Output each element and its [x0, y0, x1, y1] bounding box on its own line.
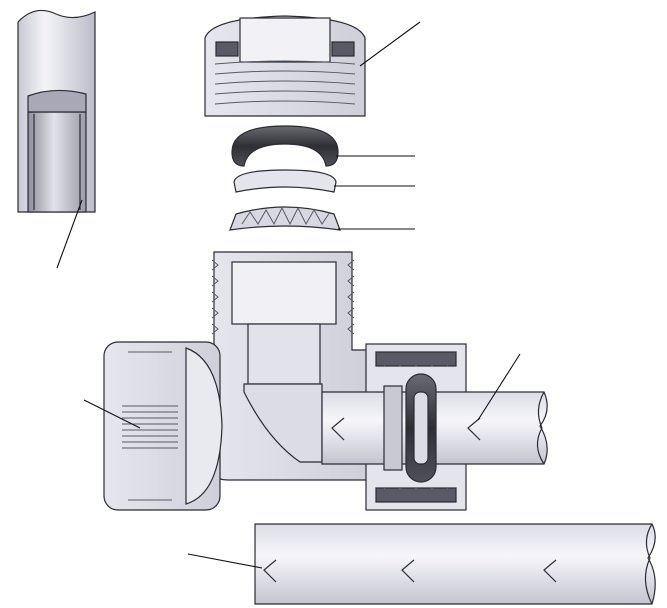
chevron-left-icon [331, 417, 345, 441]
leader-line-pipe [187, 553, 263, 569]
spacer-washer [233, 169, 415, 193]
chevron-left-icon [467, 417, 481, 441]
chevron-left-icon [543, 559, 557, 583]
chevron-left-icon [263, 559, 277, 583]
cap-nut [204, 15, 421, 117]
leader-line-union-nut [83, 399, 141, 429]
pipe-with-insert [17, 9, 96, 269]
union-nut [83, 341, 223, 511]
o-ring [231, 125, 415, 167]
leader-line-inserted-pipe [477, 353, 521, 421]
leader-line-cap-nut [359, 21, 421, 67]
pipe-insert [27, 111, 87, 213]
spigot-thread [211, 259, 355, 335]
grab-ring [229, 206, 415, 231]
leader-line-insert [56, 199, 83, 269]
straight-pipe [187, 523, 656, 605]
cap-nut-thread [214, 60, 356, 105]
tee-fitting [83, 251, 548, 511]
chevron-left-icon [401, 559, 415, 583]
